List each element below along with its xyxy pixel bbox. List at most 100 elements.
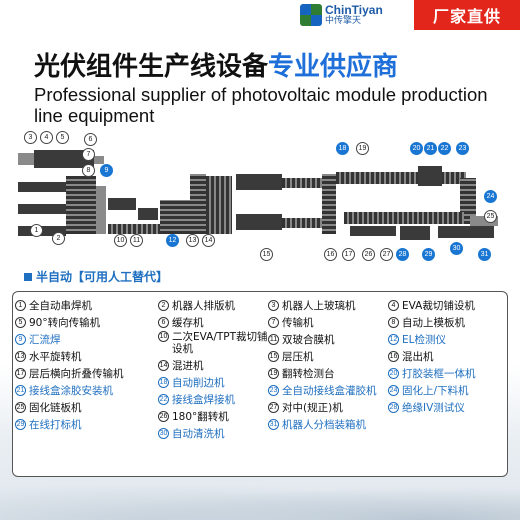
item-label: 翻转检测台 — [282, 368, 335, 380]
laminator-block — [236, 214, 282, 230]
item-label: 层压机 — [282, 351, 314, 363]
item-label: 传输机 — [282, 317, 314, 329]
item-number: 28 — [388, 402, 399, 413]
machine-block — [66, 176, 96, 234]
diagram-marker: 25 — [484, 210, 497, 223]
machine-block — [108, 224, 188, 234]
item-number: 20 — [388, 368, 399, 379]
item-label: 缓存机 — [172, 317, 204, 329]
item-label: 层后横向折叠传输机 — [29, 368, 124, 380]
item-label: 自动清洗机 — [172, 428, 225, 440]
item-label: 绝缘IV测试仪 — [402, 402, 465, 414]
logo-mark-icon — [300, 4, 322, 26]
machine-block — [400, 226, 430, 240]
diagram-marker: 30 — [450, 242, 463, 255]
item-label: 机器人排版机 — [172, 300, 235, 312]
item-label: 打胶装框一体机 — [402, 368, 476, 380]
machine-block — [282, 218, 322, 228]
item-label: 固化链板机 — [29, 402, 82, 414]
item-label: 机器人上玻璃机 — [282, 300, 356, 312]
item-label: 在线打标机 — [29, 419, 82, 431]
square-bullet-icon — [24, 273, 32, 281]
diagram-marker: 14 — [202, 234, 215, 247]
machine-block — [94, 156, 104, 164]
diagram-marker: 31 — [478, 248, 491, 261]
diagram-marker: 16 — [324, 248, 337, 261]
machine-block — [18, 153, 34, 165]
machine-block — [282, 178, 322, 188]
section-label: 半自动【可用人工替代】 — [36, 270, 169, 284]
item-number: 7 — [268, 317, 279, 328]
diagram-marker: 18 — [336, 142, 349, 155]
diagram-marker: 4 — [40, 131, 53, 144]
item-label: 自动削边机 — [172, 377, 225, 389]
machine-block — [190, 174, 206, 234]
item-number: 4 — [388, 300, 399, 311]
item-number: 13 — [15, 351, 26, 362]
diagram-marker: 1 — [30, 224, 43, 237]
diagram-marker: 29 — [422, 248, 435, 261]
diagram-marker: 10 — [114, 234, 127, 247]
diagram-marker: 28 — [396, 248, 409, 261]
item-label: 双玻合膜机 — [282, 334, 335, 346]
item-label: 水平旋转机 — [29, 351, 82, 363]
diagram-marker: 8 — [82, 164, 95, 177]
diagram-marker: 7 — [82, 148, 95, 161]
item-number: 2 — [158, 300, 169, 311]
diagram-marker: 19 — [356, 142, 369, 155]
diagram-marker: 11 — [130, 234, 143, 247]
machine-block — [350, 226, 396, 236]
machine-block — [460, 178, 476, 224]
item-number: 26 — [158, 411, 169, 422]
item-label: 汇流焊 — [29, 334, 61, 346]
item-number: 3 — [268, 300, 279, 311]
brand-logo: ChinTiyan 中传擎天 — [300, 4, 404, 26]
machine-block — [438, 226, 494, 238]
laminator-block — [236, 174, 282, 190]
diagram-marker: 23 — [456, 142, 469, 155]
item-number: 9 — [15, 334, 26, 345]
item-number: 16 — [388, 351, 399, 362]
item-number: 23 — [268, 385, 279, 396]
diagram-marker: 13 — [186, 234, 199, 247]
machine-block — [160, 200, 190, 234]
diagram-marker: 27 — [380, 248, 393, 261]
page-title-cn: 光伏组件生产线设备专业供应商 — [34, 46, 398, 83]
machine-block — [344, 212, 464, 224]
machine-block — [138, 208, 158, 220]
title-cn-highlight: 专业供应商 — [268, 52, 399, 82]
item-number: 10 — [158, 331, 169, 342]
item-label: 自动上模板机 — [402, 317, 465, 329]
item-number: 29 — [15, 419, 26, 430]
title-cn-main: 光伏组件生产线设备 — [34, 52, 269, 82]
item-label: 180°翻转机 — [172, 411, 229, 423]
diagram-marker: 20 — [410, 142, 423, 155]
diagram-marker: 3 — [24, 131, 37, 144]
machine-block — [322, 174, 336, 234]
item-label: 混进机 — [172, 360, 204, 372]
item-number: 14 — [158, 360, 169, 371]
production-line-diagram: 1 2 3 4 5 6 7 8 9 10 11 12 13 14 15 16 1… — [0, 128, 520, 264]
logo-text-en: ChinTiyan — [325, 3, 383, 17]
diagram-marker: 17 — [342, 248, 355, 261]
